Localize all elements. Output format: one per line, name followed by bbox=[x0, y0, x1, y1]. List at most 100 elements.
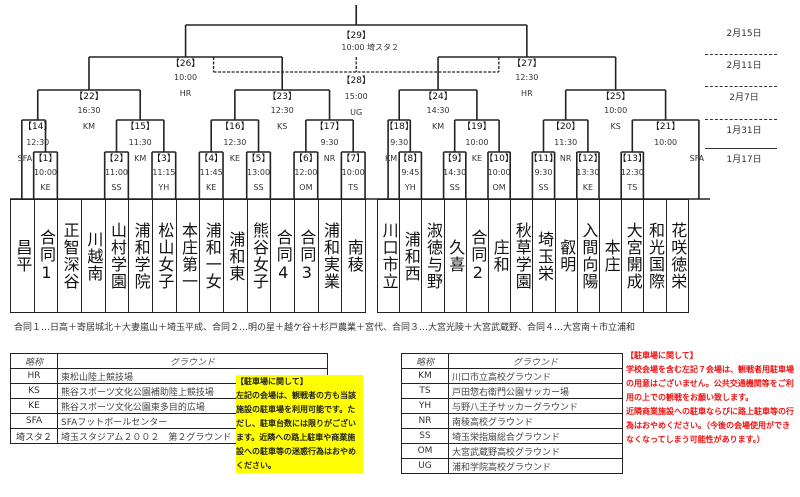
team-name: 大宮開成 bbox=[623, 222, 643, 290]
match-time: 13:00 bbox=[247, 168, 271, 177]
match-number: 【17】 bbox=[314, 122, 345, 132]
team-cell: 松山女子 bbox=[152, 199, 177, 313]
team-name: 秋草学園 bbox=[512, 222, 532, 290]
team-cell: 秋草学園 bbox=[510, 199, 534, 313]
team-name: 南稜 bbox=[344, 239, 364, 273]
team-cell: 本庄 bbox=[599, 199, 623, 313]
match-time: 9:30 bbox=[390, 138, 409, 147]
ground-abbrev: UG bbox=[401, 458, 449, 474]
match-venue: KS bbox=[610, 122, 621, 131]
match-number: 【19】 bbox=[462, 122, 492, 132]
match-time: 12:30 bbox=[223, 138, 247, 147]
match-time: 10:00 bbox=[604, 106, 628, 115]
match-number: 【24】 bbox=[423, 92, 453, 102]
team-cell: 淑徳与野 bbox=[421, 199, 445, 313]
match-time: 11:30 bbox=[554, 138, 578, 147]
match-number: 【26】 bbox=[170, 59, 201, 69]
ground-abbrev: OM bbox=[401, 443, 449, 459]
ground-abbrev: SFA bbox=[10, 413, 58, 429]
parking-notice-yellow: 【駐車場に関して】 左記の会場は、観戦者の方も当該施設の駐車場を利用可能です。た… bbox=[236, 375, 363, 473]
date-separator bbox=[705, 86, 777, 87]
match-number: 【20】 bbox=[550, 122, 581, 132]
match-number: 【7】 bbox=[341, 154, 366, 164]
team-cell: 花咲徳栄 bbox=[665, 199, 689, 313]
team-cell: 浦和学院 bbox=[128, 199, 153, 313]
match-time: 12:30 bbox=[515, 73, 539, 82]
match-time: 9:30 bbox=[534, 168, 553, 177]
team-cell: 川口市立 bbox=[377, 199, 401, 313]
team-cell: 久喜 bbox=[443, 199, 467, 313]
team-name: 合同2 bbox=[468, 229, 488, 283]
team-cell: 正智深谷 bbox=[57, 199, 82, 313]
team-cell: 浦和東 bbox=[223, 199, 248, 313]
ground-name: 川口市立高校グラウンド bbox=[448, 368, 623, 384]
match-venue: TS bbox=[627, 183, 638, 192]
match-time: 11:00 bbox=[104, 168, 129, 177]
team-name: 合同3 bbox=[297, 229, 317, 283]
match-venue: UG bbox=[350, 108, 363, 117]
match-number: 【1】 bbox=[33, 154, 58, 164]
match-venue: SFA bbox=[17, 154, 33, 163]
team-name: 浦和一女 bbox=[202, 222, 222, 290]
match-number: 【21】 bbox=[650, 122, 681, 132]
team-cell: 入間向陽 bbox=[576, 199, 600, 313]
team-name: 花咲徳栄 bbox=[668, 222, 688, 290]
match-venue: NR bbox=[323, 154, 336, 163]
team-name: 本庄第一 bbox=[179, 222, 199, 290]
match-time: 12:00 bbox=[294, 168, 318, 177]
parking-notice-body: 左記の会場は、観戦者の方も当該施設の駐車場を利用可能です。ただし、駐車台数には限… bbox=[236, 391, 356, 470]
ground-name: 与野八王子サッカーグラウンド bbox=[448, 398, 623, 414]
ground-abbrev: KE bbox=[10, 398, 58, 414]
ground-name: 埼玉栄指扇総合グラウンド bbox=[448, 428, 623, 444]
match-number: 【22】 bbox=[74, 92, 104, 102]
ground-abbrev: KS bbox=[10, 383, 58, 399]
match-number: 【29】 bbox=[341, 31, 371, 41]
match-number: 【9】 bbox=[442, 154, 467, 164]
team-cell: 川越南 bbox=[81, 199, 106, 313]
team-cell: 合同3 bbox=[294, 199, 319, 313]
match-venue: SS bbox=[449, 183, 460, 192]
team-cell: 山村学園 bbox=[104, 199, 130, 313]
match-time: 13:30 bbox=[576, 168, 600, 177]
team-name: 熊谷女子 bbox=[250, 222, 270, 290]
team-name: 本庄 bbox=[601, 239, 621, 273]
team-name: 浦和実業 bbox=[321, 222, 341, 290]
team-name: 淑徳与野 bbox=[423, 222, 443, 290]
ground-name: 戸田惣右衛門公園サッカー場 bbox=[448, 383, 623, 399]
match-time: 11:30 bbox=[128, 138, 152, 147]
team-cell: 南稜 bbox=[341, 199, 367, 313]
ground-abbrev: YH bbox=[401, 398, 449, 414]
ground-name: 南稜高校グラウンド bbox=[448, 413, 623, 429]
match-time: 10:00 bbox=[465, 138, 489, 147]
match-time: 9:30 bbox=[320, 138, 339, 147]
match-number: 【23】 bbox=[267, 92, 297, 102]
match-number: 【5】 bbox=[246, 154, 271, 164]
match-venue: YH bbox=[404, 183, 416, 192]
match-time: 10:00 bbox=[33, 168, 58, 177]
match-number: 【28】 bbox=[341, 76, 371, 86]
bracket-lines bbox=[10, 5, 710, 200]
col-ground: グラウンド bbox=[57, 353, 328, 369]
parking-notice-body-1: 学校会場を含む左記７会場は、観戦者用駐車場の用意はございません。公共交通機関等を… bbox=[626, 365, 794, 402]
match-number: 【6】 bbox=[294, 154, 318, 164]
match-venue: TS bbox=[348, 183, 359, 192]
ground-name: 大宮武蔵野高校グラウンド bbox=[448, 443, 623, 459]
team-cell: 庄和 bbox=[488, 199, 512, 313]
round-date: 2月11日 bbox=[726, 61, 762, 71]
round-date: 2月7日 bbox=[729, 93, 759, 103]
team-name: 庄和 bbox=[490, 239, 510, 273]
round-date: 2月15日 bbox=[726, 29, 762, 39]
match-time: 10:00 bbox=[654, 138, 678, 147]
team-name: 浦和学院 bbox=[131, 222, 151, 290]
date-separator bbox=[705, 148, 777, 149]
ground-name: 浦和学院高校グラウンド bbox=[448, 458, 623, 474]
match-number: 【11】 bbox=[528, 154, 559, 164]
team-name: 正智深谷 bbox=[60, 222, 80, 290]
match-venue: KE bbox=[206, 183, 217, 192]
match-number: 【12】 bbox=[573, 154, 603, 164]
